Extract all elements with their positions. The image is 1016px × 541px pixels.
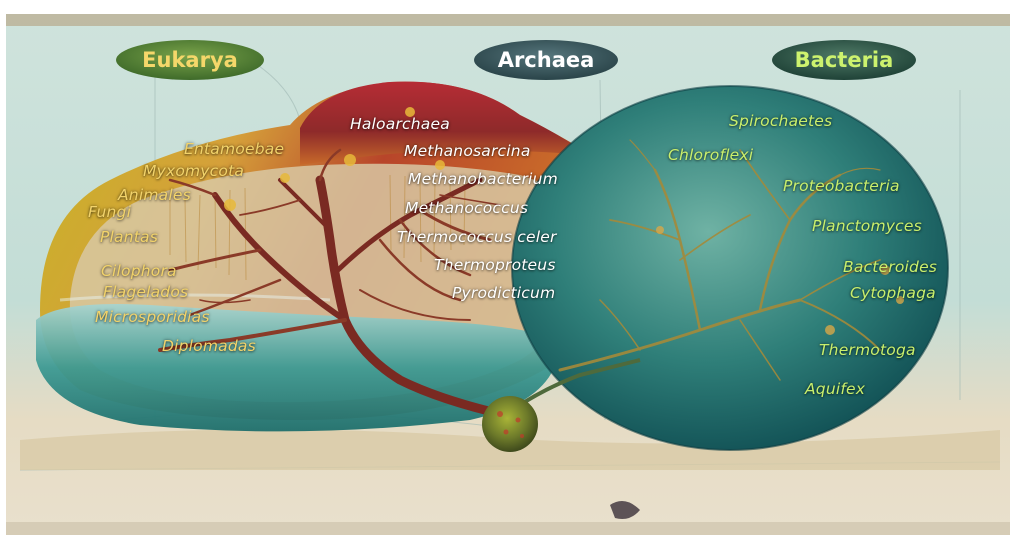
- label-methanobacterium: Methanobacterium: [408, 170, 558, 188]
- eukarya-title: Eukarya: [116, 42, 264, 78]
- label-myxomycota: Myxomycota: [143, 162, 244, 180]
- label-chloroflexi: Chloroflexi: [668, 146, 753, 164]
- label-thermococcus-celer: Thermococcus celer: [397, 228, 557, 246]
- label-entamoebae: Entamoebae: [184, 140, 284, 158]
- label-spirochaetes: Spirochaetes: [729, 112, 832, 130]
- label-bacteroides: Bacteroides: [843, 258, 937, 276]
- label-cilophora: Cilophora: [101, 262, 177, 280]
- label-proteobacteria: Proteobacteria: [783, 177, 900, 195]
- label-aquifex: Aquifex: [805, 380, 865, 398]
- label-methanosarcina: Methanosarcina: [404, 142, 531, 160]
- label-plantas: Plantas: [100, 228, 158, 246]
- label-animales: Animales: [118, 186, 191, 204]
- common-ancestor-node: [482, 396, 538, 452]
- bacteria-title: Bacteria: [772, 42, 916, 78]
- label-planctomyces: Planctomyces: [812, 217, 922, 235]
- label-thermotoga: Thermotoga: [819, 341, 916, 359]
- label-microsporidias: Microsporidias: [95, 308, 210, 326]
- label-flagelados: Flagelados: [103, 283, 188, 301]
- archaea-title: Archaea: [474, 42, 618, 78]
- label-fungi: Fungi: [88, 203, 131, 221]
- label-pyrodicticum: Pyrodicticum: [452, 284, 555, 302]
- label-diplomadas: Diplomadas: [162, 337, 256, 355]
- label-methanococcus: Methanococcus: [405, 199, 528, 217]
- label-haloarchaea: Haloarchaea: [350, 115, 450, 133]
- label-thermoproteus: Thermoproteus: [434, 256, 556, 274]
- label-cytophaga: Cytophaga: [850, 284, 936, 302]
